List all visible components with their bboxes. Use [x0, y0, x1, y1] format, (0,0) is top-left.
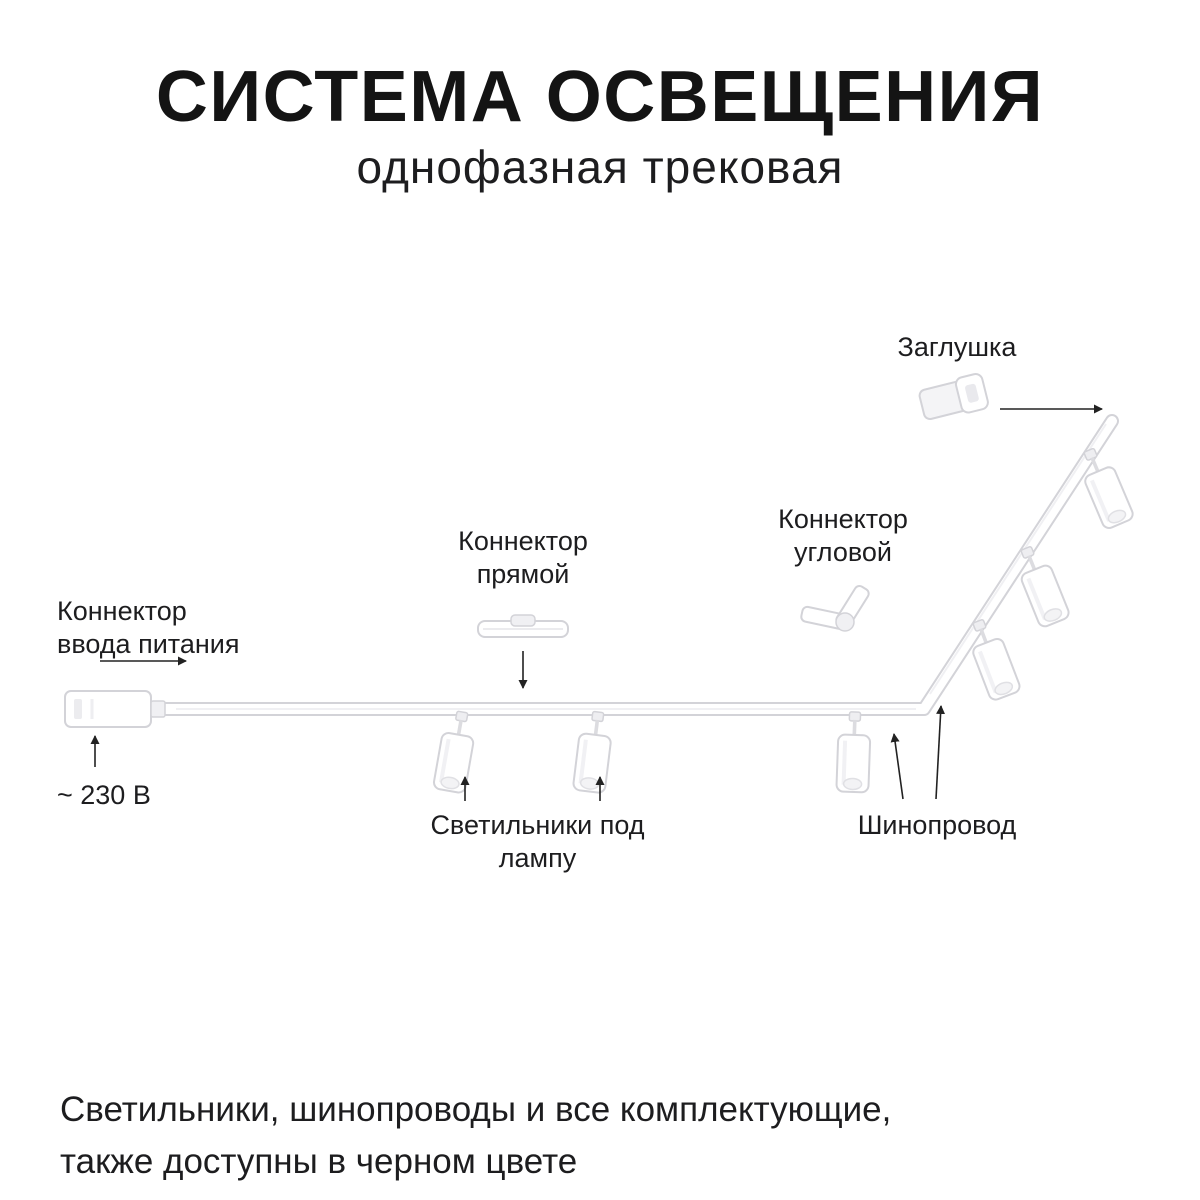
endcap-image	[918, 373, 989, 421]
page-title: СИСТЕМА ОСВЕЩЕНИЯ	[155, 57, 1045, 137]
straight-connector-image	[477, 614, 569, 638]
label-lamps: Светильники под лампу	[430, 810, 645, 873]
corner-connector-image	[800, 584, 870, 632]
label-power-connector: Коннектор ввода питания	[57, 596, 240, 659]
arrow-track-1	[890, 733, 904, 800]
power-connector-image	[64, 690, 166, 728]
label-voltage: ~ 230 В	[57, 780, 151, 810]
label-corner-connector: Коннектор угловой	[778, 504, 908, 567]
label-endcap: Заглушка	[897, 332, 1017, 362]
spotlight-2	[570, 708, 617, 796]
spotlight-1	[430, 707, 481, 796]
page-subtitle: однофазная трековая	[356, 141, 844, 193]
label-track: Шинопровод	[857, 810, 1017, 840]
arrow-track-2	[935, 705, 946, 800]
footer-note: Светильники, шинопроводы и все комплекту…	[60, 1090, 892, 1181]
label-straight-connector: Коннектор прямой	[458, 526, 588, 589]
track-busbar-shape	[157, 414, 1119, 716]
spotlight-3	[836, 711, 871, 792]
annotation-arrows	[90, 404, 1103, 801]
